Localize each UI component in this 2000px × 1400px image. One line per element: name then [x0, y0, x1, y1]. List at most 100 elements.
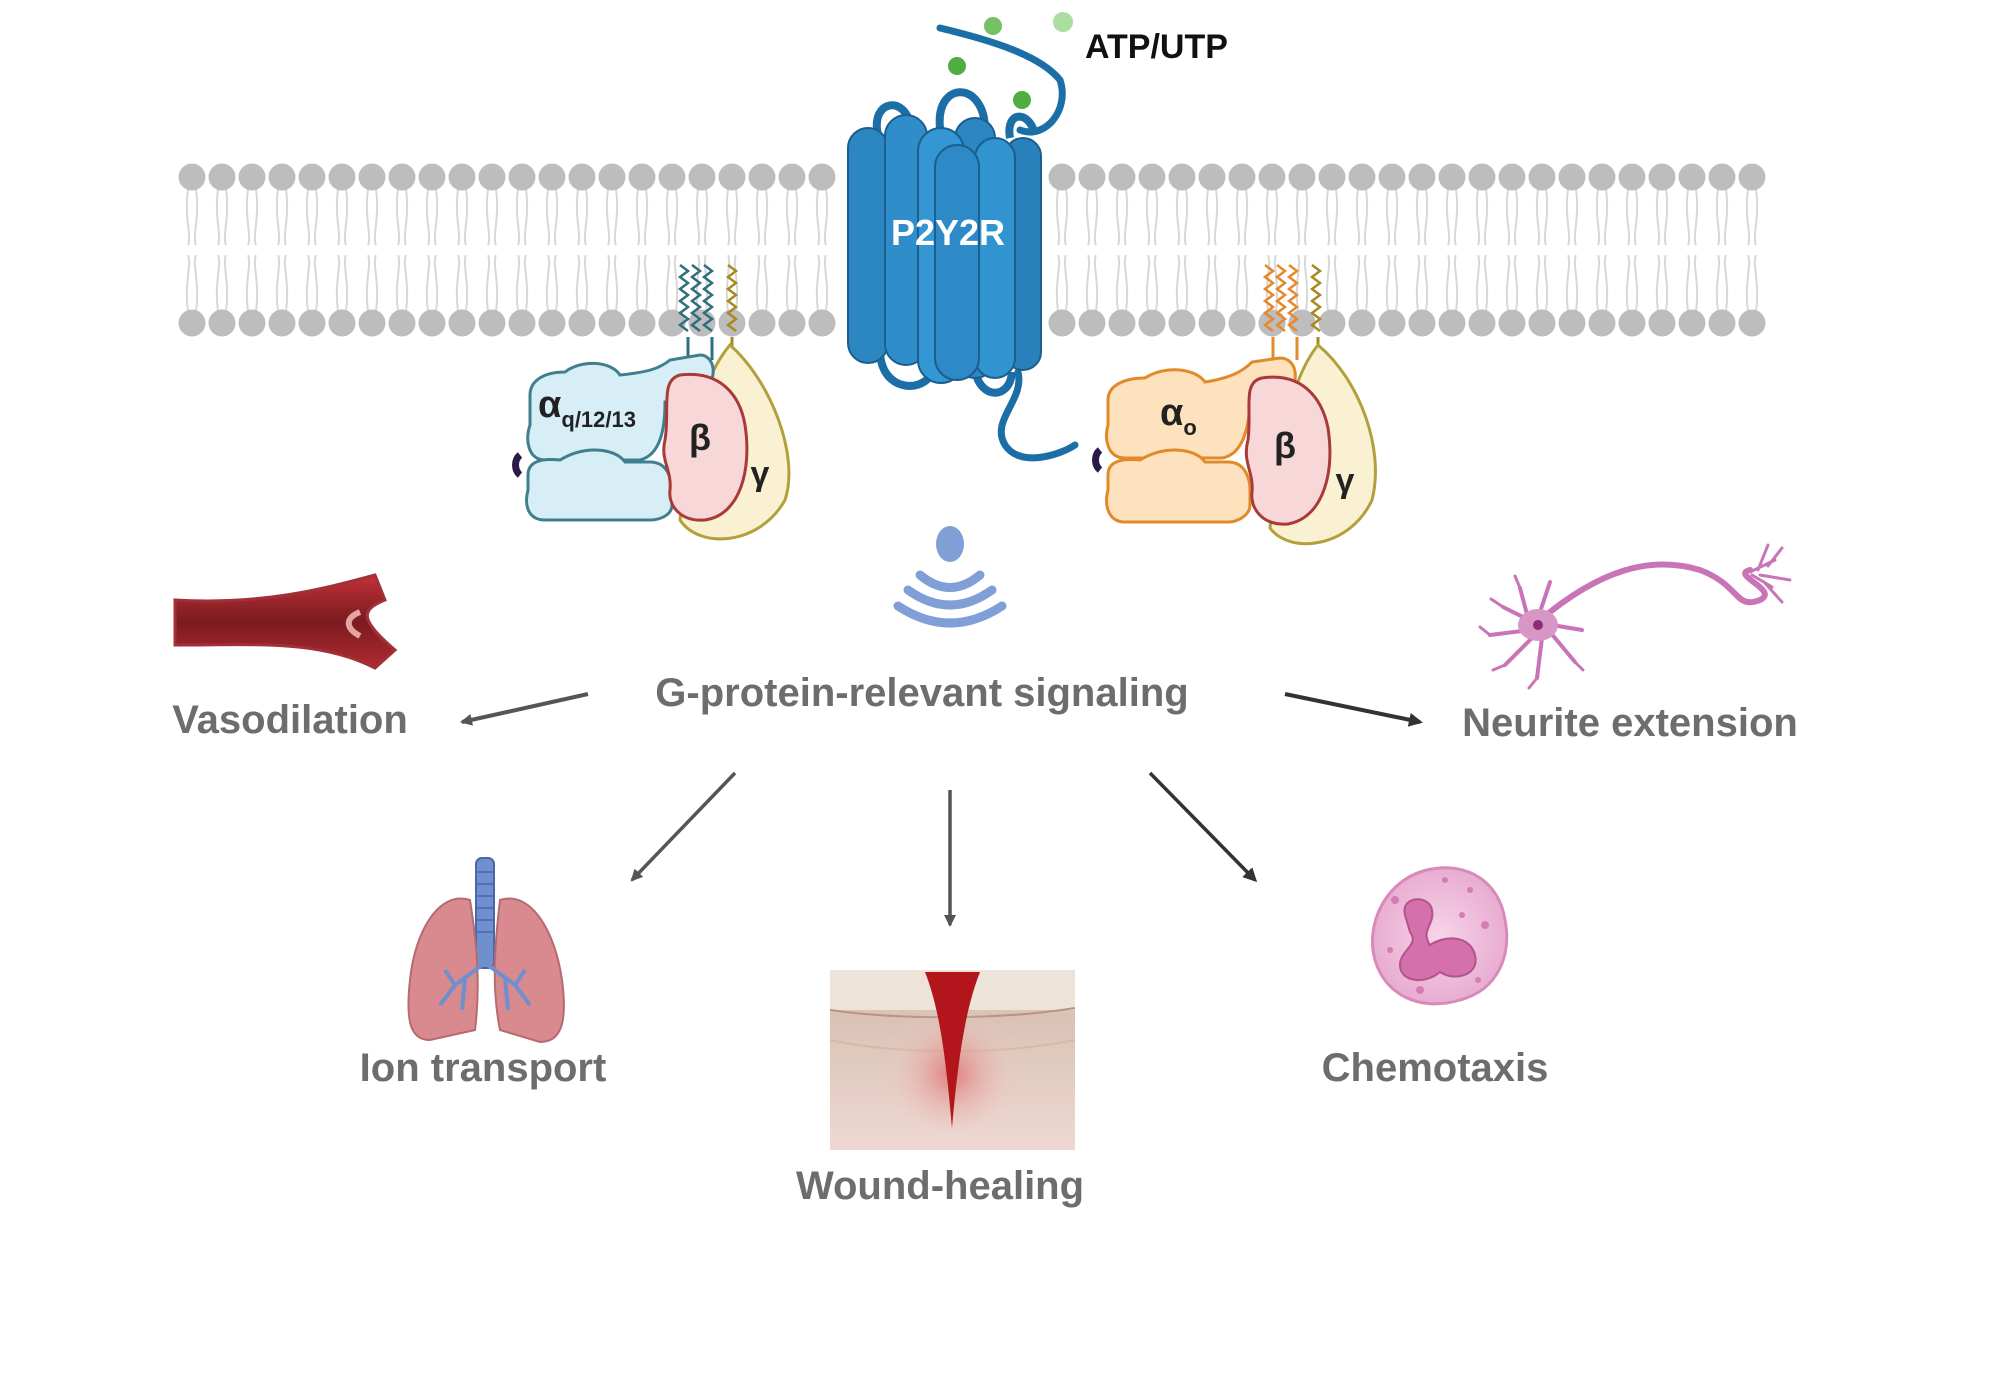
lipid-head: [1678, 163, 1706, 191]
lipid-head: [1108, 163, 1136, 191]
lipid-head: [1708, 309, 1736, 337]
g-beta-right-label: β: [1274, 425, 1296, 466]
lipid-tail: [665, 188, 679, 312]
lipid-head: [538, 163, 566, 191]
lipid-tail: [785, 188, 799, 312]
lipid-tail: [545, 188, 559, 312]
lipid-head: [1498, 163, 1526, 191]
g-alpha-right-subscript: o: [1183, 415, 1196, 440]
lipid-head: [748, 309, 776, 337]
g-alpha-right-label: αo: [1160, 392, 1197, 440]
lipid-head: [1258, 309, 1286, 337]
lipid-tail: [575, 188, 589, 312]
lipid-tail: [1415, 188, 1429, 312]
lipid-tail: [695, 188, 709, 312]
ligand-dot: [984, 17, 1002, 35]
lipid-tail: [605, 188, 619, 312]
lipid-tail: [1715, 188, 1729, 312]
lipid-head: [1618, 163, 1646, 191]
lipid-head: [1708, 163, 1736, 191]
lipid-tail: [1625, 188, 1639, 312]
lipid-head: [1648, 163, 1676, 191]
lipid-head: [1408, 309, 1436, 337]
lipid-head: [1198, 309, 1226, 337]
lipid-tail: [365, 188, 379, 312]
lipid-head: [1168, 163, 1196, 191]
lipid-tail: [1235, 188, 1249, 312]
wound-healing-label: Wound-healing: [796, 1164, 1084, 1208]
ligand-molecules: [948, 12, 1073, 109]
lipid-head: [1738, 163, 1766, 191]
lipid-head: [298, 163, 326, 191]
lipid-head: [1378, 309, 1406, 337]
lipid-tail: [1175, 188, 1189, 312]
lipid-head: [298, 309, 326, 337]
lipid-tail: [1385, 188, 1399, 312]
lipid-head: [388, 309, 416, 337]
lipid-tail: [1295, 188, 1309, 312]
lipid-head: [1468, 163, 1496, 191]
lipid-head: [1258, 163, 1286, 191]
arrow-to-ion-transport: [630, 771, 737, 882]
lipid-tail: [335, 188, 349, 312]
lipid-tail: [815, 188, 829, 312]
vasodilation-label: Vasodilation: [172, 698, 408, 742]
lipid-head: [1318, 163, 1346, 191]
lipid-tail: [1475, 188, 1489, 312]
lipid-tail: [1205, 188, 1219, 312]
lipid-head: [358, 309, 386, 337]
lipid-head: [1348, 163, 1376, 191]
lipid-head: [328, 309, 356, 337]
lipid-tail: [1505, 188, 1519, 312]
g-protein-left: [512, 264, 791, 541]
g-beta-left-label: β: [689, 417, 711, 458]
lipid-tail: [1685, 188, 1699, 312]
ion-transport-label: Ion transport: [360, 1046, 607, 1090]
g-alpha-left-subscript: q/12/13: [561, 407, 636, 432]
lipid-head: [478, 309, 506, 337]
lipid-tail: [1325, 188, 1339, 312]
lipid-head: [1528, 309, 1556, 337]
arrow-to-chemotaxis: [1148, 771, 1258, 883]
lipid-tail: [455, 188, 469, 312]
lipid-head: [1558, 163, 1586, 191]
lipid-head: [1078, 309, 1106, 337]
ligand-dot: [1013, 91, 1031, 109]
lipid-head: [1228, 309, 1256, 337]
lipid-head: [1438, 309, 1466, 337]
lipid-head: [1738, 309, 1766, 337]
lipid-head: [628, 163, 656, 191]
lipid-head: [1198, 163, 1226, 191]
lipid-head: [568, 163, 596, 191]
lipid-head: [1588, 163, 1616, 191]
lipid-head: [778, 309, 806, 337]
lipid-tail: [1445, 188, 1459, 312]
lipid-tail: [1115, 188, 1129, 312]
lipid-head: [1618, 309, 1646, 337]
lipid-head: [658, 309, 686, 337]
lipid-head: [178, 309, 206, 337]
lipid-tail: [1145, 188, 1159, 312]
cell-membrane: [178, 163, 1766, 337]
lipid-head: [718, 163, 746, 191]
lipid-tail: [1055, 188, 1069, 312]
lipid-head: [1528, 163, 1556, 191]
lipid-head: [1558, 309, 1586, 337]
lipid-head: [808, 309, 836, 337]
lipid-tail: [245, 188, 259, 312]
lipid-tail: [1265, 188, 1279, 312]
g-alpha-left-label: αq/12/13: [538, 384, 636, 432]
lipid-head: [1468, 309, 1496, 337]
lipid-head: [508, 309, 536, 337]
lipid-head: [1408, 163, 1436, 191]
lipid-head: [328, 163, 356, 191]
lipid-tail: [185, 188, 199, 312]
lipid-head: [688, 163, 716, 191]
lipid-tail: [725, 188, 739, 312]
lipid-head: [1138, 309, 1166, 337]
lipid-tail: [1355, 188, 1369, 312]
signal-icon: [893, 526, 1007, 628]
lipid-head: [208, 309, 236, 337]
lipid-tail: [485, 188, 499, 312]
lipid-head: [448, 309, 476, 337]
